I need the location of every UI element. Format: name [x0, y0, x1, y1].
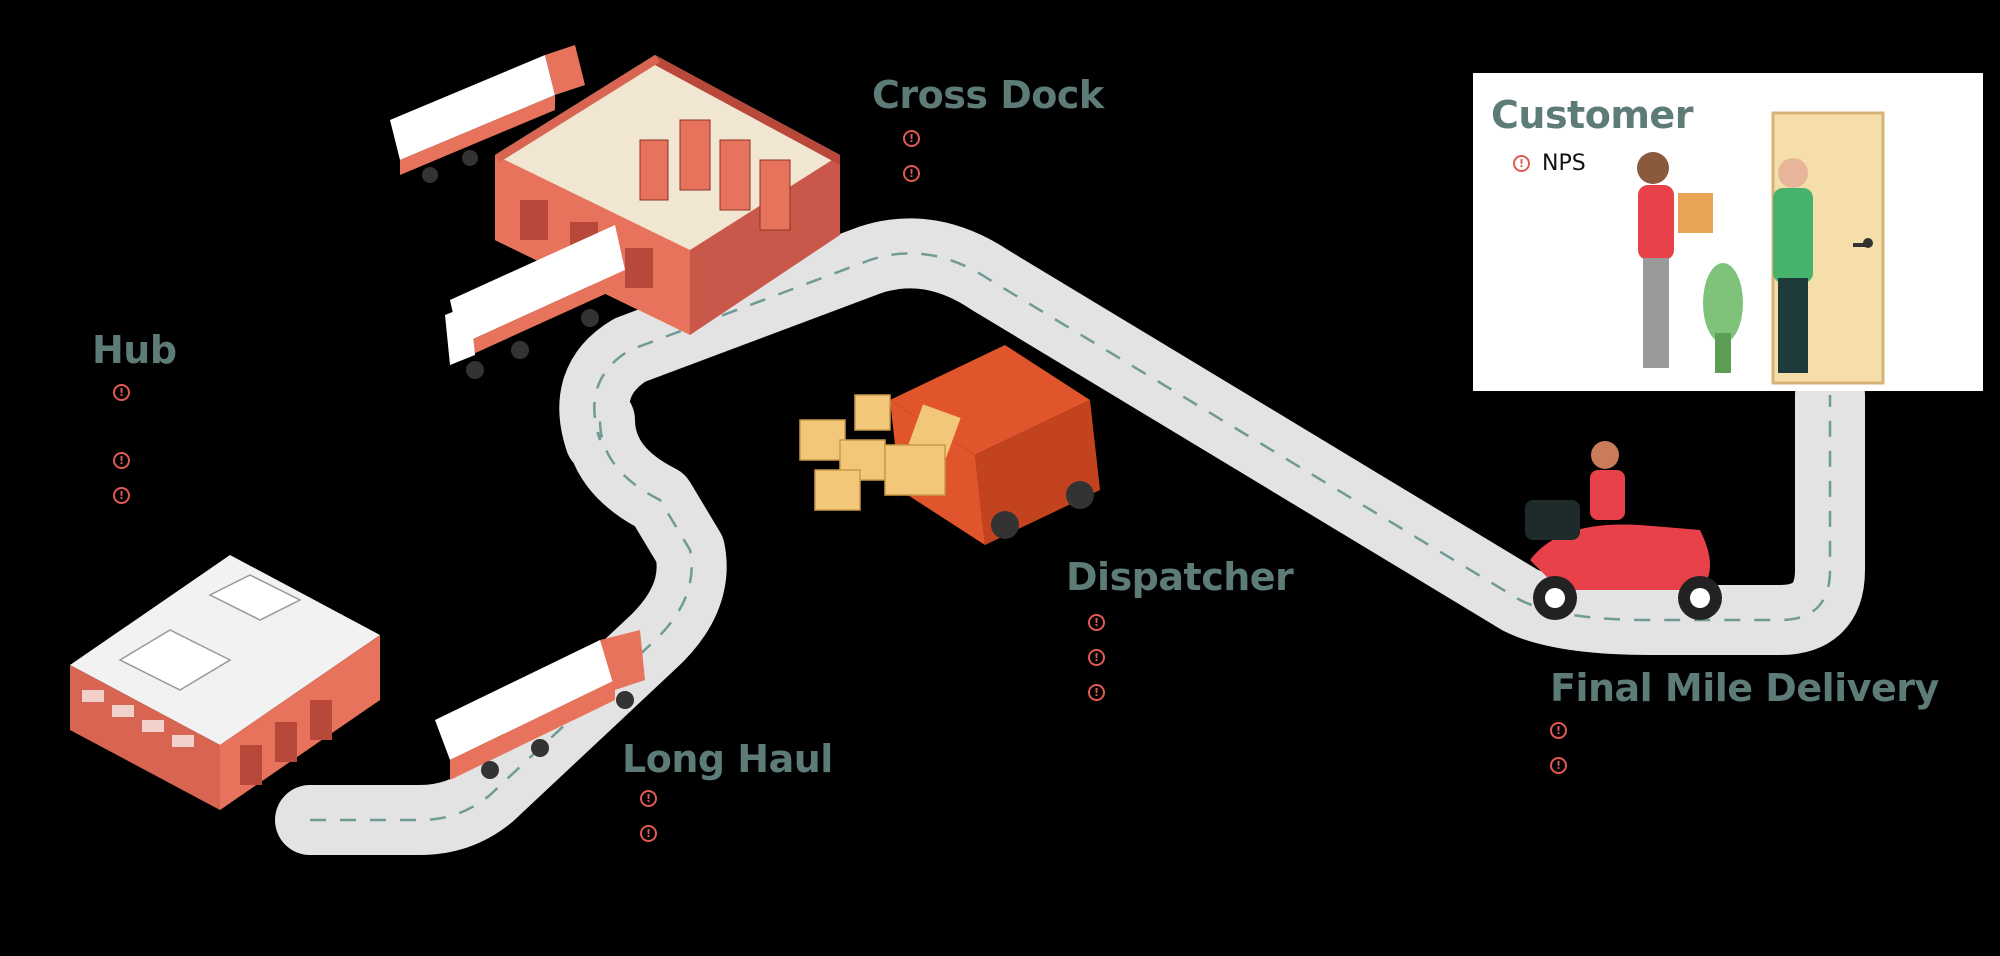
cardboard-boxes-illustration: [799, 394, 946, 511]
hub-warehouse-illustration: [70, 555, 380, 810]
stage-title-customer: Customer: [1491, 93, 1693, 137]
cross-dock-warehouse-illustration: [495, 55, 840, 335]
exclamation-circle-icon[interactable]: !: [1088, 649, 1105, 666]
exclamation-circle-icon[interactable]: !: [113, 487, 130, 504]
nps-label: NPS: [1542, 151, 1586, 176]
exclamation-circle-icon[interactable]: !: [640, 825, 657, 842]
trailer-truck-illustration: [390, 45, 585, 183]
stage-title-dispatcher: Dispatcher: [1066, 555, 1294, 599]
exclamation-circle-icon[interactable]: !: [903, 165, 920, 182]
exclamation-circle-icon[interactable]: !: [640, 790, 657, 807]
customer-card: Customer ! NPS: [1473, 73, 1983, 391]
exclamation-circle-icon[interactable]: !: [1088, 614, 1105, 631]
exclamation-circle-icon[interactable]: !: [1088, 684, 1105, 701]
stage-title-cross-dock: Cross Dock: [872, 73, 1104, 117]
stage-title-final-mile-delivery: Final Mile Delivery: [1550, 666, 1939, 710]
customer-handoff-illustration: [1637, 111, 1885, 385]
customer-metric-nps[interactable]: ! NPS: [1513, 151, 1586, 176]
exclamation-circle-icon[interactable]: !: [903, 130, 920, 147]
dispatcher-van-illustration: [890, 345, 1100, 545]
long-haul-truck-illustration: [435, 630, 645, 780]
exclamation-circle-icon[interactable]: !: [113, 384, 130, 401]
trailer-truck-illustration: [445, 225, 625, 379]
delivery-scooter-illustration: [1525, 441, 1722, 620]
exclamation-circle-icon[interactable]: !: [1513, 155, 1530, 172]
stage-title-long-haul: Long Haul: [622, 737, 833, 781]
delivery-road: [275, 218, 1865, 855]
exclamation-circle-icon[interactable]: !: [1550, 722, 1567, 739]
stage-title-hub: Hub: [92, 328, 177, 372]
exclamation-circle-icon[interactable]: !: [1550, 757, 1567, 774]
exclamation-circle-icon[interactable]: !: [113, 452, 130, 469]
